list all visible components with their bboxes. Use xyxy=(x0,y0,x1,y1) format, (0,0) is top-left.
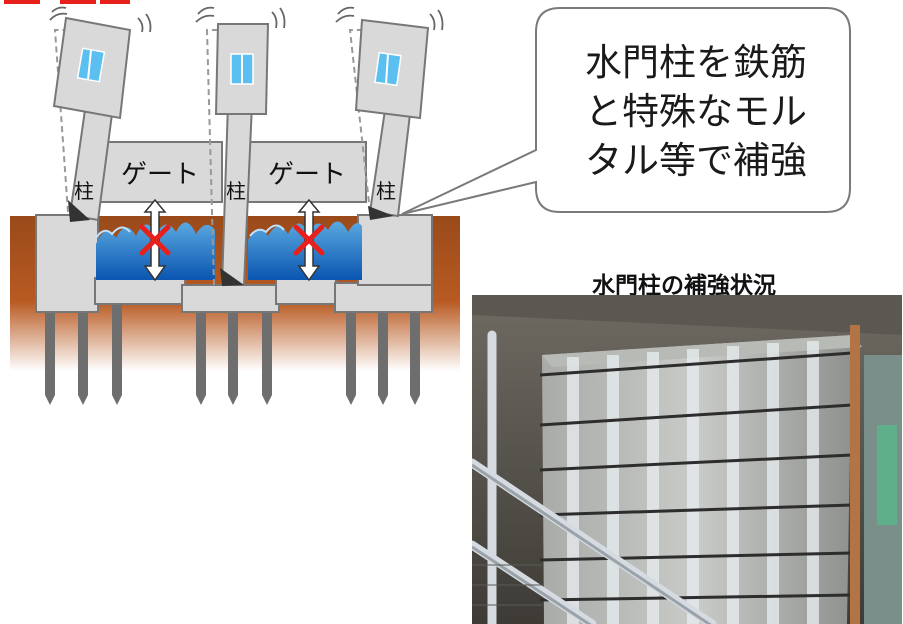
gate-label-left: ゲート xyxy=(121,160,199,190)
gate-panels xyxy=(97,141,367,203)
pillar-label-left: 柱 xyxy=(74,179,94,203)
callout-line-3: タル等で補強 xyxy=(585,139,807,182)
callout-line-2: と特殊なモル xyxy=(585,90,807,133)
callout-text: 水門柱を鉄筋 と特殊なモル タル等で補強 xyxy=(548,38,844,185)
reinforcement-photo xyxy=(472,295,902,624)
callout-line-1: 水門柱を鉄筋 xyxy=(585,41,807,84)
pillar-label-right: 柱 xyxy=(376,179,396,203)
gate-label-right: ゲート xyxy=(268,160,346,190)
crack-marks xyxy=(68,200,394,286)
cross-mark-icons xyxy=(139,224,325,256)
vibration-marks xyxy=(49,6,444,33)
pillar-label-center: 柱 xyxy=(226,179,246,203)
callout-bubble xyxy=(401,7,851,215)
tilted-pillars xyxy=(68,103,412,286)
foundation-piles xyxy=(45,305,420,405)
pillar-windows xyxy=(76,47,402,87)
sluice-gate-diagram: ゲート ゲート 柱 柱 柱 xyxy=(4,0,460,405)
photo-title: 水門柱の補強状況 xyxy=(592,273,776,299)
concrete-base xyxy=(35,214,433,313)
